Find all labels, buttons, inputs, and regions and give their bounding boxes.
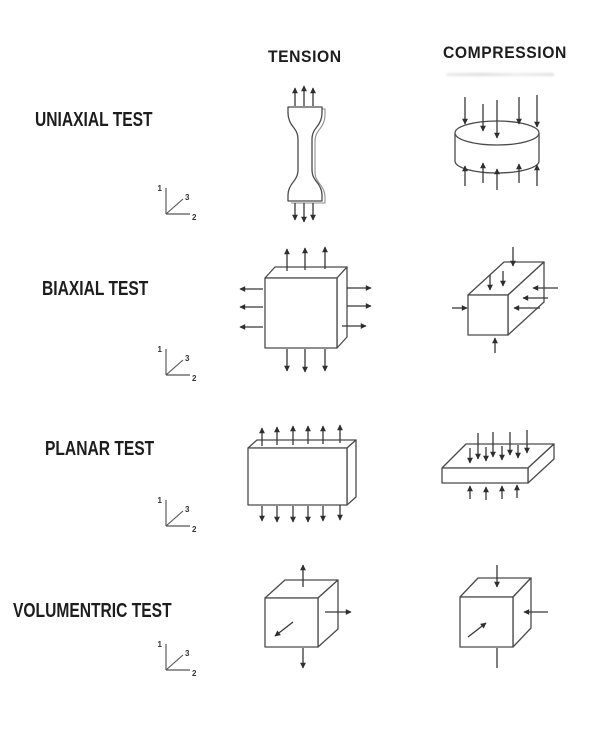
panel-front-face xyxy=(247,447,348,506)
axis-2-label: 2 xyxy=(192,669,197,678)
axis-3-label: 3 xyxy=(185,354,190,363)
biaxial-compression-bar-icon xyxy=(452,247,558,353)
axis-triad-row4: 1 3 2 xyxy=(158,640,197,678)
column-header-tension: TENSION xyxy=(268,48,342,66)
axis-3-label: 3 xyxy=(185,505,190,514)
row-label-biaxial-test: BIAXIAL TEST xyxy=(42,278,149,300)
axis-2-label: 2 xyxy=(192,213,197,222)
block-right-face xyxy=(336,266,348,349)
biaxial-tension-block-icon xyxy=(239,246,372,373)
volumetric-compression-cube-icon xyxy=(459,565,548,668)
planar-tension-panel-icon xyxy=(247,424,357,523)
axis-triad-row3: 1 3 2 xyxy=(158,496,197,534)
axis-3-label: 3 xyxy=(185,193,190,202)
column-header-compression: COMPRESSION xyxy=(443,44,567,62)
axis-2-label: 2 xyxy=(192,374,197,383)
dogbone-echo-line xyxy=(291,108,326,204)
axis-1-label: 1 xyxy=(158,496,163,505)
cube-front-face xyxy=(459,596,514,648)
volumetric-tension-cube-icon xyxy=(264,564,352,669)
axis-1-label: 1 xyxy=(158,640,163,649)
axis-1-label: 1 xyxy=(158,345,163,354)
axis-triad-row1: 1 3 2 xyxy=(158,184,197,222)
row-label-uniaxial-test: UNIAXIAL TEST xyxy=(35,109,153,131)
row-label-volumentric-test: VOLUMENTRIC TEST xyxy=(13,600,172,622)
axis-1-label: 1 xyxy=(158,184,163,193)
planar-compression-plate-icon xyxy=(441,430,555,500)
bar-front-face xyxy=(467,294,509,336)
dogbone-outline xyxy=(287,106,323,202)
uniaxial-tension-dogbone-icon xyxy=(287,85,326,223)
axis-3-label: 3 xyxy=(185,649,190,658)
axis-2-label: 2 xyxy=(192,525,197,534)
uniaxial-compression-disc-icon xyxy=(454,95,540,190)
plate-front-face xyxy=(441,467,529,484)
block-front-face xyxy=(264,277,338,349)
row-label-planar-test: PLANAR TEST xyxy=(45,438,155,460)
block-top-face xyxy=(264,266,348,279)
panel-right-face xyxy=(346,439,357,506)
scan-smudge-artifact xyxy=(446,73,554,76)
axis-triad-row2: 1 3 2 xyxy=(158,345,197,383)
